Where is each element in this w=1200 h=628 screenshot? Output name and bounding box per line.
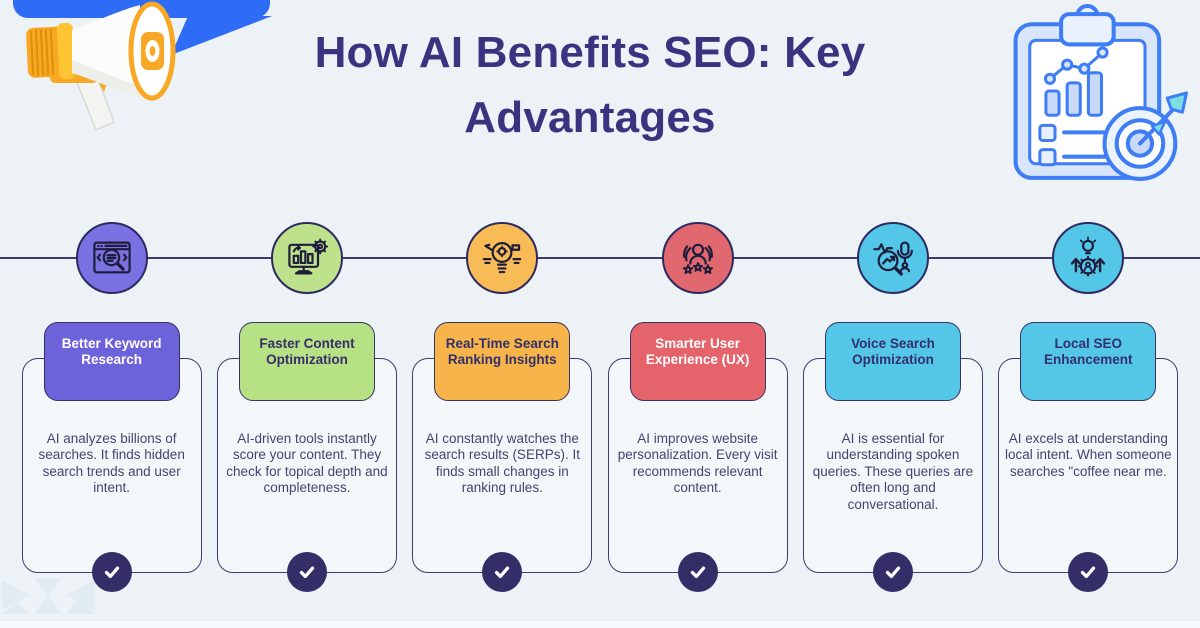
benefit-body: AI is essential for understanding spoken…: [812, 431, 974, 512]
keyword-research-circle: [75, 222, 148, 294]
check-icon: [1081, 566, 1096, 579]
benefit-column-keyword-research: Better Keyword Research AI analyzes bill…: [14, 222, 209, 592]
benefit-column-local-seo: Local SEO Enhancement AI excels at under…: [991, 222, 1186, 592]
check-icon: [495, 566, 510, 579]
benefit-heading: Faster Content Optimization: [259, 336, 355, 367]
check-icon: [104, 566, 119, 579]
voice-search-circle: [856, 222, 929, 294]
timeline-connector-line: [0, 257, 1200, 259]
corner-pattern-decoration: [2, 578, 94, 614]
voice-search-icon: [873, 241, 913, 276]
check-icon: [690, 566, 705, 579]
ranking-insights-icon: [483, 242, 522, 274]
benefit-heading: Better Keyword Research: [61, 336, 162, 367]
benefit-column-ranking-insights: Real-Time Search Ranking Insights AI con…: [405, 222, 600, 592]
check-badge: [677, 552, 718, 592]
benefit-body: AI-driven tools instantly score your con…: [226, 431, 388, 496]
check-icon: [885, 566, 901, 579]
bottom-strip: [0, 621, 1200, 628]
benefit-heading: Real-Time Search Ranking Insights: [445, 336, 559, 367]
local-seo-icon: [1071, 236, 1106, 277]
benefit-column-user-experience: Smarter User Experience (UX) AI improves…: [600, 222, 795, 592]
benefit-columns: Better Keyword Research AI analyzes bill…: [14, 222, 1186, 592]
benefit-heading-card: Smarter User Experience (UX): [629, 322, 766, 401]
benefit-heading-card: Voice Search Optimization: [824, 322, 961, 401]
check-badge: [1068, 552, 1109, 592]
benefit-heading-card: Real-Time Search Ranking Insights: [434, 322, 571, 401]
ranking-insights-circle: [466, 222, 539, 294]
check-badge: [872, 552, 913, 592]
check-icon: [299, 566, 315, 579]
page-title: How AI Benefits SEO: Key Advantages: [314, 28, 866, 143]
benefit-heading: Local SEO Enhancement: [1044, 336, 1133, 367]
check-badge: [286, 552, 327, 592]
benefit-body: AI analyzes billions of searches. It fin…: [38, 431, 185, 496]
benefit-heading: Smarter User Experience (UX): [645, 336, 750, 367]
benefit-body: AI excels at understanding local intent.…: [1004, 431, 1172, 479]
content-optimization-circle: [270, 222, 343, 294]
local-seo-circle: [1052, 222, 1125, 294]
benefit-body: AI constantly watches the search results…: [424, 431, 580, 496]
benefit-heading-card: Faster Content Optimization: [238, 322, 375, 401]
clipboard-analytics-icon: [1013, 4, 1188, 181]
user-experience-circle: [661, 222, 734, 294]
megaphone-illustration: [13, 0, 272, 132]
benefit-column-voice-search: Voice Search Optimization AI is essentia…: [795, 222, 990, 592]
benefit-body: AI improves website personalization. Eve…: [617, 431, 778, 496]
benefit-column-content-optimization: Faster Content Optimization AI-driven to…: [209, 222, 404, 592]
check-badge: [482, 552, 523, 592]
benefit-heading: Voice Search Optimization: [851, 336, 935, 367]
check-badge: [91, 552, 132, 592]
user-experience-icon: [682, 243, 713, 275]
benefit-heading-card: Better Keyword Research: [43, 322, 180, 401]
keyword-research-icon: [92, 241, 131, 274]
content-optimization-icon: [288, 238, 329, 275]
benefit-heading-card: Local SEO Enhancement: [1020, 322, 1157, 401]
